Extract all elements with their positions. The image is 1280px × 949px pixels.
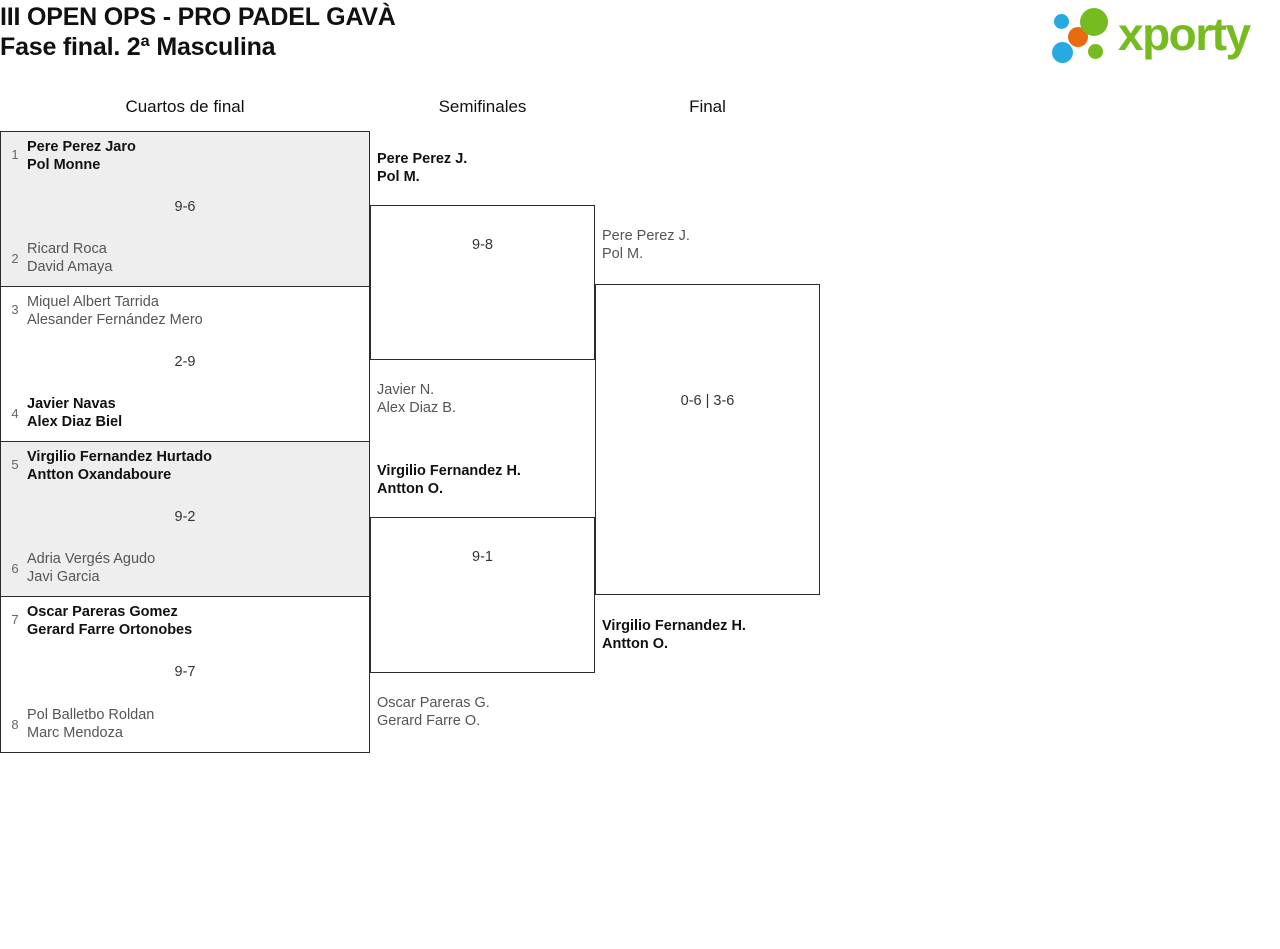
team-entry-top: Virgilio Fernandez Hurtado Antton Oxanda… [27, 448, 357, 484]
seed-number: 8 [11, 717, 19, 732]
match-cell-qf4[interactable]: 7 Oscar Pareras Gomez Gerard Farre Orton… [1, 597, 369, 752]
xporty-logo[interactable]: xporty [1052, 6, 1274, 66]
player-name: Alesander Fernández Mero [27, 312, 203, 328]
player-name: Pol Balletbo Roldan [27, 707, 155, 723]
match-score: 2-9 [174, 354, 196, 370]
player-name: Alex Diaz Biel [27, 414, 123, 430]
dot-orange-icon [1068, 27, 1088, 47]
dot-blue-large-icon [1052, 42, 1073, 63]
player-name: Miquel Albert Tarrida [27, 294, 159, 310]
player-name: Alex Diaz B. [377, 400, 456, 416]
dot-green-small-icon [1088, 44, 1103, 59]
player-name: Antton O. [377, 481, 444, 497]
team-entry-top: Miquel Albert Tarrida Alesander Fernánde… [27, 293, 357, 329]
round-header-semifinals: Semifinales [438, 97, 527, 116]
seed-number: 4 [11, 406, 19, 421]
player-name: Marc Mendoza [27, 725, 123, 741]
player-name: Pere Perez J. [377, 151, 468, 167]
player-name: Javier Navas [27, 396, 116, 412]
player-name: Antton Oxandaboure [27, 467, 172, 483]
team-entry-top: Pere Perez J. Pol M. [377, 150, 592, 186]
seed-number: 5 [11, 457, 19, 472]
seed-number: 7 [11, 612, 19, 627]
logo-wordmark: xporty [1118, 8, 1251, 60]
player-name: Virgilio Fernandez Hurtado [27, 449, 213, 465]
seed-number: 6 [11, 561, 19, 576]
seed-number: 2 [11, 251, 19, 266]
seed-number: 1 [11, 147, 19, 162]
round-header-quarterfinals: Cuartos de final [125, 97, 245, 116]
player-name: Pol Monne [27, 157, 101, 173]
player-name: Pere Perez Jaro [27, 139, 136, 155]
player-name: Adria Vergés Agudo [27, 551, 156, 567]
tournament-name: III OPEN OPS - PRO PADEL GAVÀ [0, 3, 396, 31]
round-header-final: Final [689, 97, 726, 116]
team-entry-top: Pere Perez J. Pol M. [602, 227, 820, 263]
page-title: III OPEN OPS - PRO PADEL GAVÀ Fase final… [0, 2, 396, 62]
match-score: 9-7 [174, 664, 196, 680]
player-name: Oscar Pareras Gomez [27, 604, 178, 620]
round-column-quarterfinals: 1 Pere Perez Jaro Pol Monne 9-6 2 Ricard… [0, 131, 370, 753]
dot-blue-small-icon [1054, 14, 1069, 29]
player-name: Virgilio Fernandez H. [377, 463, 521, 479]
player-name: Gerard Farre Ortonobes [27, 622, 193, 638]
player-name: Javier N. [377, 382, 435, 398]
match-score: 9-1 [472, 549, 493, 565]
player-name: Pere Perez J. [602, 228, 690, 244]
team-entry-bottom: Adria Vergés Agudo Javi Garcia [27, 550, 357, 586]
player-name: Javi Garcia [27, 569, 100, 585]
player-name: Gerard Farre O. [377, 713, 481, 729]
player-name: Pol M. [377, 169, 420, 185]
page-header: III OPEN OPS - PRO PADEL GAVÀ Fase final… [0, 0, 1280, 92]
tournament-phase: Fase final. 2ª Masculina [0, 33, 276, 61]
team-entry-top: Oscar Pareras Gomez Gerard Farre Ortonob… [27, 603, 357, 639]
match-score: 9-2 [174, 509, 196, 525]
match-cell-sf1[interactable]: Pere Perez J. Pol M. 9-8 Javier N. Alex … [370, 151, 595, 416]
team-entry-top: Pere Perez Jaro Pol Monne [27, 138, 357, 174]
player-name: Antton O. [602, 636, 669, 652]
match-score: 0-6 | 3-6 [680, 393, 735, 409]
team-entry-bottom: Pol Balletbo Roldan Marc Mendoza [27, 706, 357, 742]
seed-number: 3 [11, 302, 19, 317]
team-entry-bottom: Ricard Roca David Amaya [27, 240, 357, 276]
player-name: Pol M. [602, 246, 644, 262]
player-name: Virgilio Fernandez H. [602, 618, 746, 634]
dot-green-large-icon [1080, 8, 1108, 36]
match-score: 9-8 [472, 237, 493, 253]
match-score: 9-6 [174, 199, 196, 215]
match-cell-final[interactable]: Pere Perez J. Pol M. 0-6 | 3-6 Virgilio … [595, 228, 820, 652]
player-name: Oscar Pareras G. [377, 695, 490, 711]
player-name: Ricard Roca [27, 241, 107, 257]
team-entry-top: Virgilio Fernandez H. Antton O. [377, 462, 592, 498]
team-entry-bottom: Javier N. Alex Diaz B. [377, 381, 592, 417]
team-entry-bottom: Javier Navas Alex Diaz Biel [27, 395, 357, 431]
team-entry-bottom: Oscar Pareras G. Gerard Farre O. [377, 694, 592, 730]
team-entry-bottom: Virgilio Fernandez H. Antton O. [602, 617, 820, 653]
match-cell-qf1[interactable]: 1 Pere Perez Jaro Pol Monne 9-6 2 Ricard… [1, 132, 369, 287]
logo-dots-icon [1052, 8, 1114, 64]
match-cell-sf2[interactable]: Virgilio Fernandez H. Antton O. 9-1 Osca… [370, 463, 595, 729]
match-cell-qf2[interactable]: 3 Miquel Albert Tarrida Alesander Fernán… [1, 287, 369, 442]
player-name: David Amaya [27, 259, 113, 275]
match-cell-qf3[interactable]: 5 Virgilio Fernandez Hurtado Antton Oxan… [1, 442, 369, 597]
